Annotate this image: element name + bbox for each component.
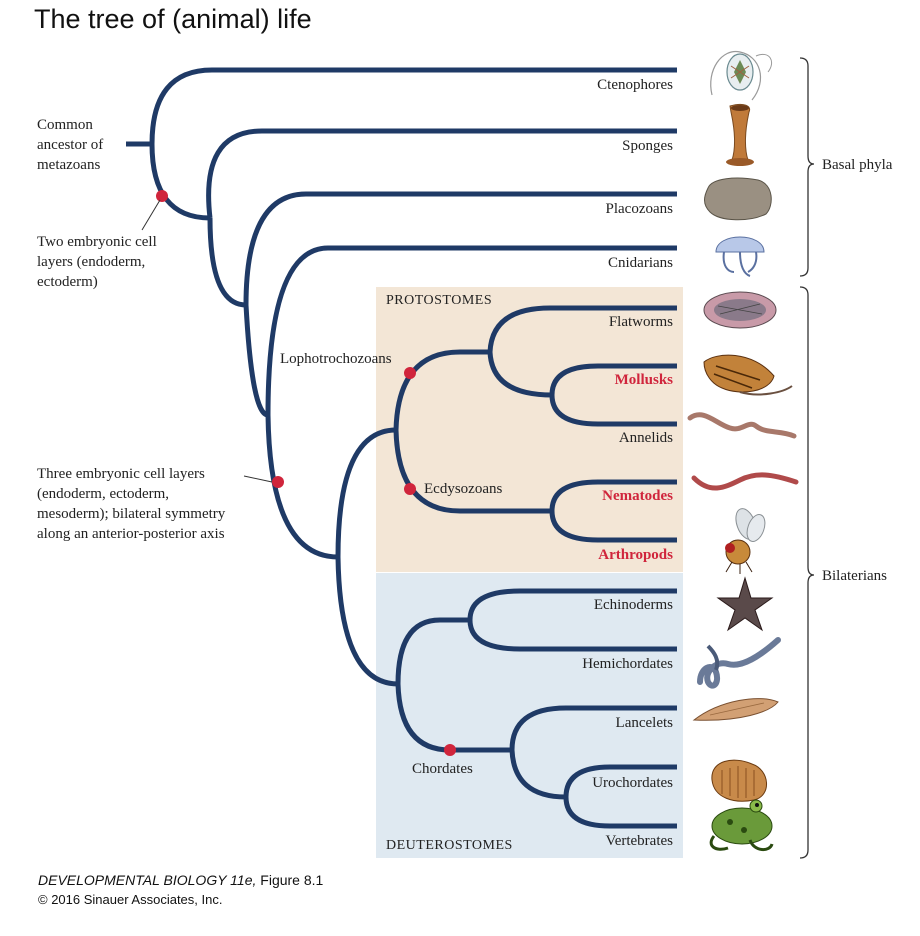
bilateral-node <box>272 476 284 488</box>
figure-citation: DEVELOPMENTAL BIOLOGY 11e, Figure 8.1 <box>38 872 323 888</box>
taxon-label: Mollusks <box>615 372 674 388</box>
lophotrochozoan-node <box>404 367 416 379</box>
protostomes-label: PROTOSTOMES <box>386 293 492 308</box>
frog-icon <box>709 799 774 851</box>
figure-number: Figure 8.1 <box>260 872 324 888</box>
fly-icon <box>725 508 766 574</box>
chordate-node <box>444 744 456 756</box>
tunicate-icon <box>711 759 767 802</box>
earthworm-icon <box>687 412 797 439</box>
ecdysozoan-node <box>404 483 416 495</box>
starfish-icon <box>716 576 774 632</box>
lophotrochozoans-label: Lophotrochozoans <box>280 351 392 367</box>
bilaterians-brace <box>799 286 815 859</box>
three-layers-label: Three embryonic cell layers (endoderm, e… <box>37 466 229 542</box>
basal-phyla-label: Basal phyla <box>822 157 893 173</box>
taxon-label: Annelids <box>619 430 673 446</box>
acorn-worm-icon <box>697 637 781 689</box>
taxon-label: Ctenophores <box>597 77 673 93</box>
deuterostomes-label: DEUTEROSTOMES <box>386 838 513 853</box>
ecdysozoans-label: Ecdysozoans <box>424 481 502 497</box>
common-ancestor-label: Common ancestor of metazoans <box>37 117 107 173</box>
page-title: The tree of (animal) life <box>34 4 312 34</box>
chordates-label: Chordates <box>412 761 473 777</box>
two-layers-label: Two embryonic cell layers (endoderm, ect… <box>37 234 161 290</box>
basal-phyla-brace <box>799 57 815 277</box>
book-title: DEVELOPMENTAL BIOLOGY 11e, <box>38 872 257 888</box>
taxon-label: Hemichordates <box>582 656 673 672</box>
snail-icon <box>703 354 793 396</box>
taxon-label: Flatworms <box>609 314 673 330</box>
two-layers-leader <box>141 199 161 231</box>
sponge-icon <box>726 103 754 166</box>
taxon-label: Arthropods <box>598 547 673 563</box>
organism-illustrations <box>687 50 799 851</box>
nematode-icon <box>691 472 799 491</box>
taxon-label: Echinoderms <box>594 597 673 613</box>
two-layers-node <box>156 190 168 202</box>
taxon-label: Sponges <box>622 138 673 154</box>
bilaterians-label: Bilaterians <box>822 568 887 584</box>
taxon-label: Cnidarians <box>608 255 673 271</box>
lancelet-icon <box>692 698 779 721</box>
three-layers-leader <box>243 475 273 483</box>
copyright-notice: © 2016 Sinauer Associates, Inc. <box>38 892 223 907</box>
taxon-label: Placozoans <box>606 201 674 217</box>
ctenophore-icon <box>710 50 772 101</box>
node-markers <box>156 190 456 756</box>
flatworm-icon <box>703 291 777 329</box>
taxon-labels: Ctenophores Sponges Placozoans Cnidarian… <box>582 77 673 849</box>
placozoan-icon <box>704 177 772 221</box>
protostomes-region <box>376 287 683 572</box>
jellyfish-icon <box>715 236 765 277</box>
taxon-label: Nematodes <box>602 488 673 504</box>
taxon-label: Lancelets <box>616 715 674 731</box>
taxon-label: Vertebrates <box>606 833 674 849</box>
taxon-label: Urochordates <box>592 775 673 791</box>
tree-branches <box>126 67 677 829</box>
